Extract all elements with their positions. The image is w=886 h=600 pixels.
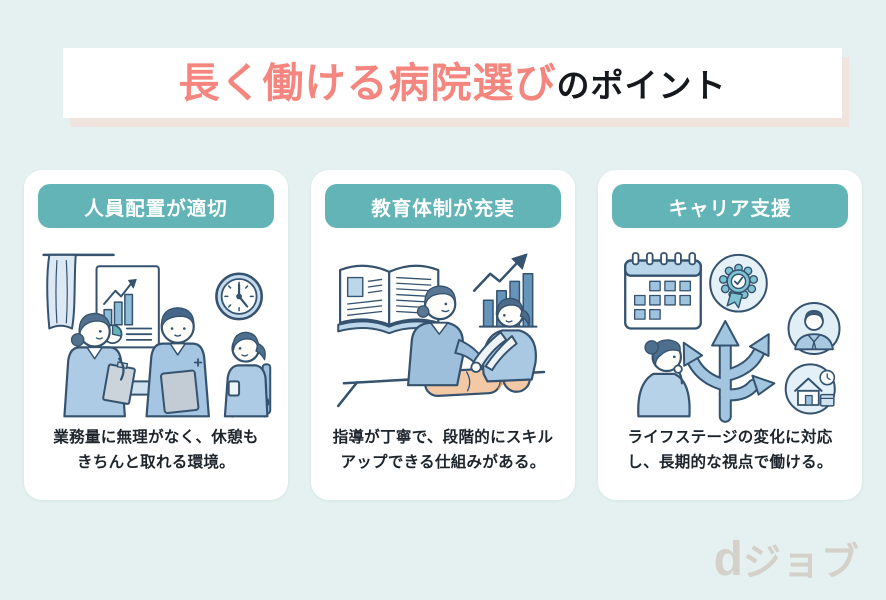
nurses-staffing-icon <box>38 234 274 424</box>
d-job-logo-kana: ジョブ <box>742 542 860 584</box>
points-card-row: 人員配置が適切 <box>24 170 862 500</box>
card-career: キャリア支援 <box>598 170 862 500</box>
card-education-header: 教育体制が充実 <box>325 184 561 228</box>
cpr-training-illustration <box>325 234 561 424</box>
card-staffing-header: 人員配置が適切 <box>38 184 274 228</box>
card-career-header: キャリア支援 <box>612 184 848 228</box>
nurses-staffing-illustration <box>38 234 274 424</box>
page-title-suffix: のポイント <box>556 66 727 104</box>
d-job-logo-d: d <box>713 533 743 586</box>
card-education: 教育体制が充実 <box>311 170 575 500</box>
title-banner: 長く働ける病院選びのポイント <box>63 48 842 118</box>
card-staffing-description: 業務量に無理がなく、休憩も きちんと取れる環境。 <box>53 429 259 471</box>
d-job-logo: dジョブ <box>714 536 860 584</box>
page-title: 長く働ける病院選びのポイント <box>178 59 727 106</box>
page-title-highlight: 長く働ける病院選び <box>178 59 557 106</box>
career-path-icon <box>612 234 848 424</box>
card-education-description: 指導が丁寧で、段階的にスキル アップできる仕組みがある。 <box>332 429 554 471</box>
card-career-description: ライフステージの変化に対応 し、長期的な視点で働ける。 <box>627 429 833 471</box>
card-staffing: 人員配置が適切 <box>24 170 288 500</box>
cpr-training-icon <box>325 234 561 424</box>
career-path-illustration <box>612 234 848 424</box>
